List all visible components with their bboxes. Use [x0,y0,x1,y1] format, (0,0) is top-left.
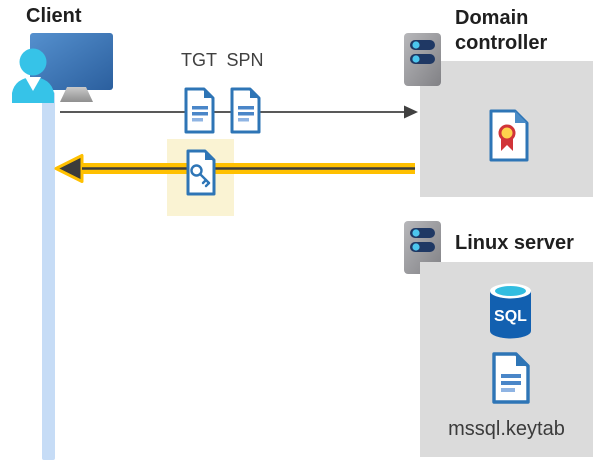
keytab-label: mssql.keytab [448,418,565,440]
tgt-label: TGT [181,50,217,70]
domain-controller-server-icon [404,33,441,86]
key-glyph [190,164,211,188]
spn-label: SPN [226,50,264,70]
domain-controller-label-line1: Domain [455,7,529,29]
domain-controller-label: Domain controller [455,6,547,56]
key-ticket-icon [186,149,216,196]
user-icon [12,48,54,103]
domain-controller-label-line2: controller [455,32,548,54]
tgt-document-icon [184,87,215,134]
linux-server-server-icon [404,221,441,274]
linux-server-label: Linux server [455,232,574,254]
client-label: Client [26,5,82,27]
sql-icon-label: SQL [494,308,527,325]
certificate-icon [489,109,529,162]
response-arrow [54,154,415,183]
keytab-document-icon [492,352,530,404]
spn-document-icon [230,87,261,134]
sql-database-icon: SQL [490,283,531,339]
monitor-icon [30,33,113,102]
client-icon [12,33,113,103]
client-timeline-bar [42,92,55,460]
